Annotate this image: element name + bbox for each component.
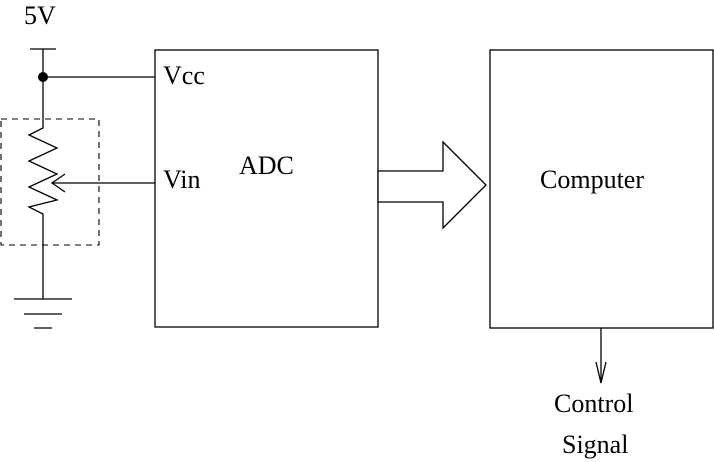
control-signal-label-line1: Control	[554, 389, 633, 418]
adc-label: ADC	[239, 151, 294, 180]
supply-voltage-label: 5V	[24, 1, 56, 30]
computer-label: Computer	[540, 165, 644, 194]
block-arrow-icon	[377, 140, 487, 230]
vin-pin-label: Vin	[163, 165, 200, 194]
sensor-enclosure	[0, 118, 100, 246]
ground-icon	[14, 298, 72, 329]
arrow-down-icon	[595, 328, 607, 384]
supply-rail	[30, 48, 56, 123]
control-signal-label-line2: Signal	[562, 430, 628, 459]
adc-block	[154, 49, 379, 328]
vcc-pin-label: Vcc	[163, 61, 205, 90]
computer-block	[489, 49, 714, 329]
potentiometer-icon	[27, 123, 66, 218]
